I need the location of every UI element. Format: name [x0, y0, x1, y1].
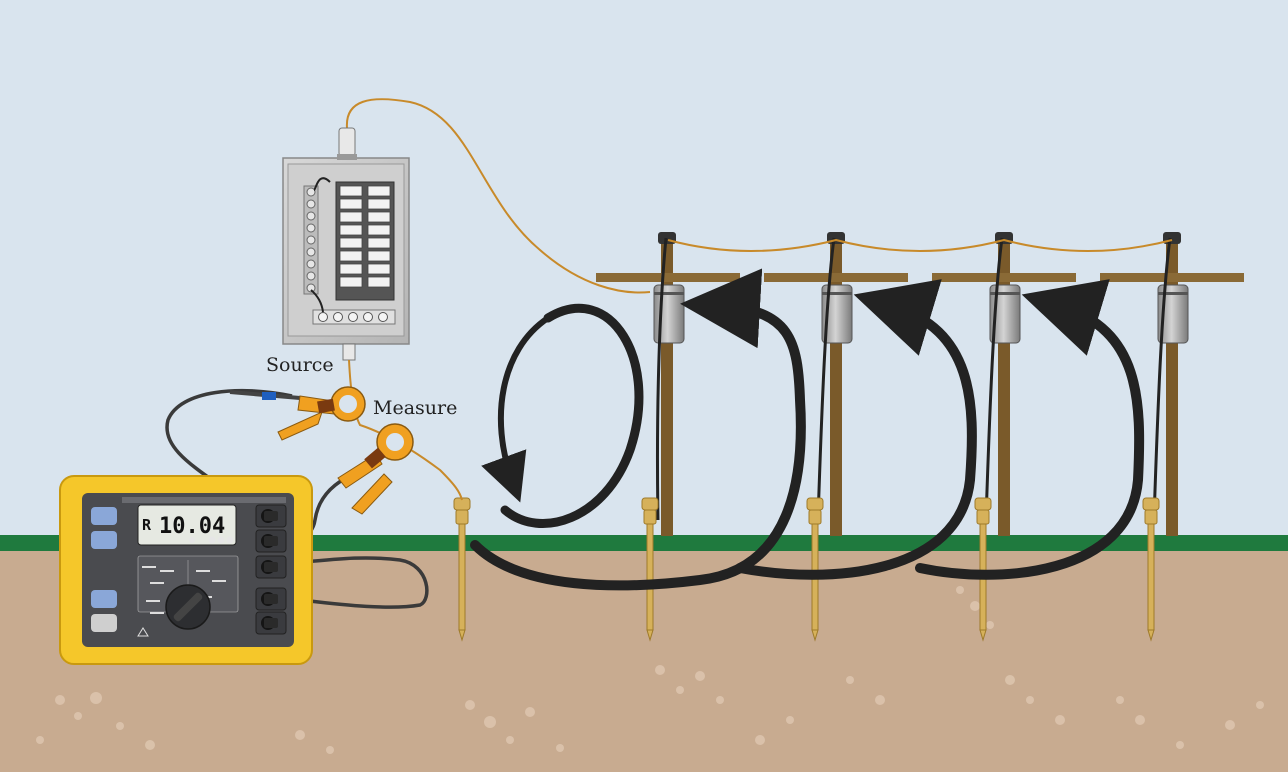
utility-pole-icon — [932, 232, 1076, 536]
grass-strip — [0, 535, 1288, 551]
breaker-panel-icon — [282, 127, 410, 361]
current-clamp-icon — [337, 423, 414, 515]
sky — [0, 0, 1288, 536]
meter-key — [91, 531, 117, 549]
utility-pole-icon — [764, 232, 908, 536]
current-path-arrow-icon — [470, 268, 806, 591]
utility-poles — [596, 232, 1244, 536]
neutral-wire — [345, 98, 651, 294]
meter-key — [91, 614, 117, 632]
ground-rod-icon — [453, 497, 471, 642]
meter-mode-symbol: R — [142, 516, 152, 534]
measure-label: Measure — [373, 397, 457, 419]
meter-plugs — [264, 511, 278, 628]
meter-display — [137, 504, 237, 546]
ground-rod-icon — [641, 497, 659, 642]
current-path-arrow-icon — [481, 315, 551, 503]
current-path — [470, 268, 1145, 591]
current-path-arrow-icon — [915, 279, 1145, 580]
utility-pole-icon — [1100, 232, 1244, 536]
current-clamp-icon — [229, 386, 366, 441]
source-label: Source — [266, 354, 334, 376]
meter-reading: 10.04 — [159, 514, 225, 539]
current-path-arrow-icon — [735, 279, 977, 580]
utility-pole-icon — [596, 232, 740, 536]
meter-key — [91, 507, 117, 525]
ground-rod-icon — [1142, 497, 1160, 642]
soil-pebbles — [36, 586, 1264, 754]
current-path-arrow-icon — [500, 303, 644, 528]
meter-key — [91, 590, 117, 608]
overhead-wire — [667, 238, 1173, 252]
